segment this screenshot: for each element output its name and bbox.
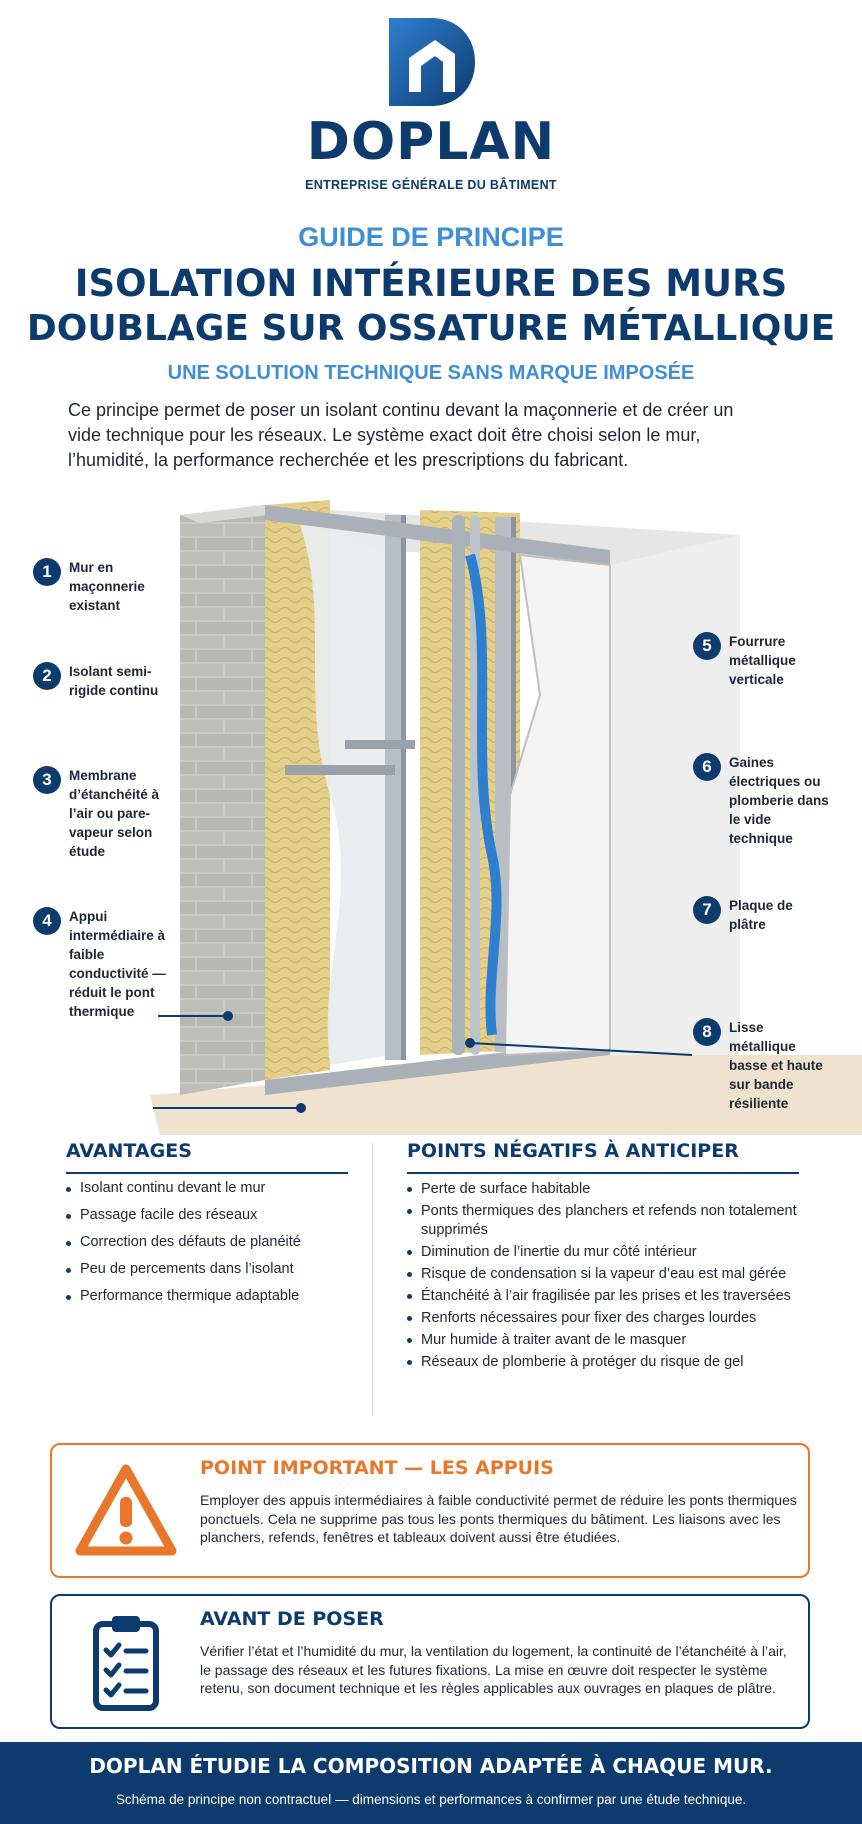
- callout-number: 1: [33, 558, 61, 586]
- list-item: Renforts nécessaires pour fixer des char…: [407, 1309, 807, 1328]
- callout-number: 6: [693, 753, 721, 781]
- list-item: Peu de percements dans l’isolant: [66, 1261, 366, 1288]
- callout-number: 5: [693, 632, 721, 660]
- page-title: ISOLATION INTÉRIEURE DES MURS: [74, 262, 788, 305]
- page-subtitle: UNE SOLUTION TECHNIQUE SANS MARQUE IMPOS…: [167, 362, 695, 384]
- callout-1: 1 Mur en maçonnerie existant: [33, 558, 169, 615]
- footer-headline: DOPLAN ÉTUDIE LA COMPOSITION ADAPTÉE À C…: [89, 1754, 773, 1778]
- callout-label: Isolant semi-rigide continu: [69, 664, 159, 698]
- important-body: Employer des appuis intermédiaires à fai…: [200, 1492, 797, 1545]
- callout-label: Plaque de plâtre: [729, 898, 793, 932]
- list-item: Performance thermique adaptable: [66, 1288, 366, 1315]
- before-title: AVANT DE POSER: [200, 1608, 384, 1630]
- callout-number: 7: [693, 896, 721, 924]
- callout-label: Lisse métallique basse et haute sur band…: [729, 1020, 823, 1111]
- list-item: Isolant continu devant le mur: [66, 1180, 366, 1207]
- list-item: Mur humide à traiter avant de le masquer: [407, 1331, 807, 1350]
- callout-8: 8 Lisse métallique basse et haute sur ba…: [693, 1018, 829, 1113]
- callout-7: 7 Plaque de plâtre: [693, 896, 829, 934]
- important-title: POINT IMPORTANT — LES APPUIS: [200, 1457, 554, 1479]
- page-title-line2: DOUBLAGE SUR OSSATURE MÉTALLIQUE: [26, 308, 836, 349]
- before-box: AVANT DE POSER Vérifier l’état et l’humi…: [50, 1594, 810, 1729]
- column-divider: [372, 1143, 373, 1415]
- callout-number: 4: [33, 907, 61, 935]
- callout-number: 2: [33, 662, 61, 690]
- wall-section-illustration: [150, 500, 862, 1135]
- footer-disclaimer: Schéma de principe non contractuel — dim…: [115, 1792, 747, 1807]
- callout-6: 6 Gaines électriques ou plomberie dans l…: [693, 753, 829, 848]
- callout-2: 2 Isolant semi-rigide continu: [33, 662, 169, 700]
- list-item: Ponts thermiques des planchers et refend…: [407, 1202, 807, 1240]
- intro-paragraph: Ce principe permet de poser un isolant c…: [68, 400, 734, 470]
- callout-5: 5 Fourrure métallique verticale: [693, 632, 829, 689]
- callout-number: 3: [33, 766, 61, 794]
- callout-label: Fourrure métallique verticale: [729, 634, 796, 687]
- list-item: Passage facile des réseaux: [66, 1207, 366, 1234]
- brand-tagline: ENTREPRISE GÉNÉRALE DU BÂTIMENT: [305, 178, 557, 192]
- negatives-title: POINTS NÉGATIFS À ANTICIPER: [407, 1140, 739, 1162]
- callout-3: 3 Membrane d’étanchéité à l’air ou pare-…: [33, 766, 169, 861]
- callout-label: Gaines électriques ou plomberie dans le …: [729, 755, 829, 846]
- footer-banner: DOPLAN ÉTUDIE LA COMPOSITION ADAPTÉE À C…: [0, 1742, 862, 1824]
- doplan-logo-icon: [389, 18, 475, 106]
- callout-label: Appui intermédiaire à faible conductivit…: [69, 909, 166, 1019]
- list-item: Correction des défauts de planéité: [66, 1234, 366, 1261]
- callout-label: Mur en maçonnerie existant: [69, 560, 145, 613]
- list-item: Risque de condensation si la vapeur d’ea…: [407, 1265, 807, 1284]
- clipboard-checklist-icon: [93, 1616, 159, 1711]
- advantages-divider: [66, 1172, 348, 1174]
- list-item: Perte de surface habitable: [407, 1180, 807, 1199]
- list-item: Étanchéité à l’air fragilisée par les pr…: [407, 1287, 807, 1306]
- important-box: POINT IMPORTANT — LES APPUIS Employer de…: [50, 1443, 810, 1578]
- negatives-list: Perte de surface habitable Ponts thermiq…: [407, 1180, 807, 1375]
- brand-name: DOPLAN: [306, 112, 556, 172]
- kicker: GUIDE DE PRINCIPE: [298, 222, 564, 252]
- negatives-divider: [407, 1172, 799, 1174]
- advantages-title: AVANTAGES: [66, 1140, 192, 1162]
- callout-number: 8: [693, 1018, 721, 1046]
- list-item: Diminution de l’inertie du mur côté inté…: [407, 1243, 807, 1262]
- before-body: Vérifier l’état et l’humidité du mur, la…: [200, 1643, 787, 1696]
- callout-4: 4 Appui intermédiaire à faible conductiv…: [33, 907, 169, 1021]
- callout-label: Membrane d’étanchéité à l’air ou pare-va…: [69, 768, 160, 859]
- advantages-list: Isolant continu devant le mur Passage fa…: [66, 1180, 366, 1315]
- warning-triangle-icon: [75, 1464, 177, 1556]
- list-item: Réseaux de plomberie à protéger du risqu…: [407, 1353, 807, 1372]
